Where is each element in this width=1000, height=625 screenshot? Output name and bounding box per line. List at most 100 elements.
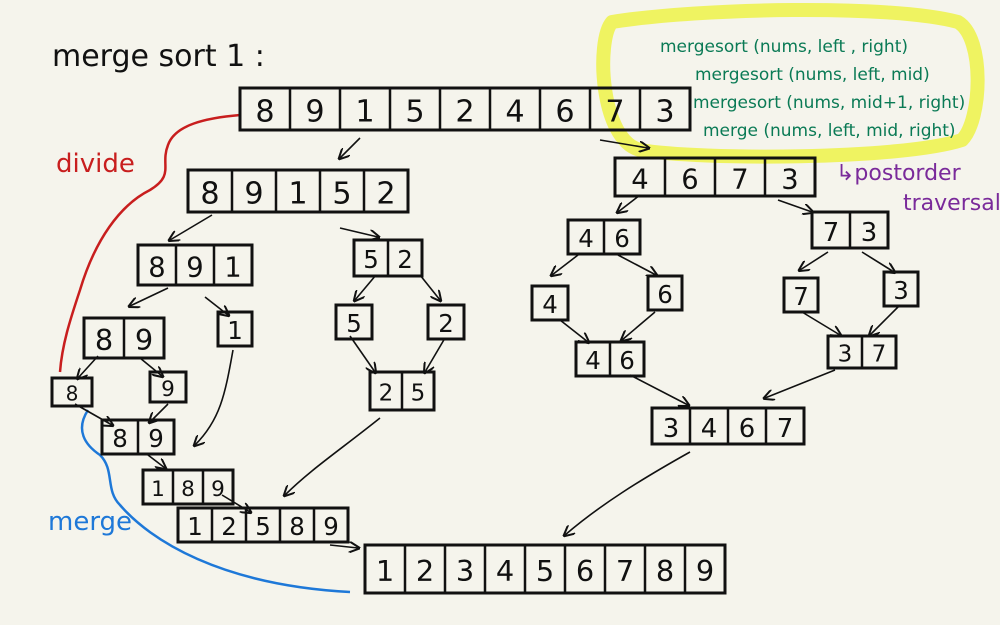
arrow (618, 194, 641, 212)
code-line-1: mergesort (nums, left , right) (660, 37, 908, 57)
arrow (629, 374, 688, 405)
array-box (646, 274, 684, 312)
array-l1: 1 (216, 310, 254, 348)
array-cell-value: 2 (455, 95, 474, 130)
arrow (801, 311, 840, 335)
code-line-2: mergesort (nums, left, mid) (695, 65, 930, 85)
array-cell-value: 6 (739, 414, 755, 444)
array-cell-value: 3 (838, 342, 853, 368)
array-cell-value: 8 (255, 95, 274, 130)
array-box (216, 310, 254, 348)
array-cell-value: 3 (861, 218, 877, 248)
array-cell-value: 9 (211, 477, 225, 502)
divide-bracket (58, 113, 241, 373)
array-box (363, 543, 727, 595)
array-box (238, 86, 692, 132)
array-cell-value: 6 (614, 224, 630, 253)
merge-bracket (80, 409, 351, 594)
array-cell-value: 3 (781, 164, 798, 195)
array-cell-value: 6 (681, 164, 698, 195)
array-cell-value: 5 (536, 554, 554, 588)
array-cell-value: 7 (777, 414, 793, 444)
array-cell-value: 6 (657, 280, 673, 309)
array-cell-value: 8 (200, 177, 219, 212)
array-cell-value: 2 (379, 381, 394, 407)
array-cell-value: 9 (305, 95, 324, 130)
array-cell-value: 9 (135, 323, 153, 357)
array-l5: 5 (334, 303, 374, 341)
array-r6: 6 (646, 274, 684, 312)
arrow (78, 355, 99, 378)
arrow (800, 251, 829, 270)
arrow (552, 254, 579, 275)
array-cell-value: 5 (405, 95, 424, 130)
array-cell-value: 4 (578, 224, 594, 253)
array-cell-value: 7 (793, 282, 809, 311)
array-box (141, 468, 235, 506)
array-cell-value: 9 (148, 424, 164, 453)
array-cell-value: 4 (701, 414, 717, 444)
arrow (861, 251, 894, 272)
array-box (334, 303, 374, 341)
arrow (565, 451, 691, 535)
arrow (339, 227, 378, 237)
array-box (148, 370, 188, 404)
arrow (355, 274, 377, 300)
array-cell-value: 1 (376, 554, 394, 588)
arrow (622, 311, 656, 340)
arrow (340, 137, 361, 158)
arrow (559, 319, 588, 342)
array-cell-value: 6 (555, 95, 574, 130)
arrow (349, 335, 375, 372)
array-cell-value: 2 (376, 177, 395, 212)
array-box (50, 376, 94, 408)
array-cell-value: 7 (616, 554, 634, 588)
array-r7: 7 (782, 276, 820, 314)
array-cell-value: 5 (255, 512, 271, 541)
array-cell-value: 7 (823, 218, 839, 248)
arrow (329, 545, 358, 548)
array-cell-value: 4 (631, 164, 648, 195)
array-cell-value: 4 (505, 95, 524, 130)
array-box (136, 243, 254, 287)
array-cell-value: 8 (181, 477, 195, 502)
array-cell-value: 9 (244, 177, 263, 212)
array-r3: 3 (882, 270, 920, 308)
array-cell-value: 6 (619, 346, 635, 375)
array-cell-value: 3 (663, 414, 679, 444)
array-cell-value: 1 (227, 316, 243, 345)
array-cell-value: 2 (221, 512, 237, 541)
array-cell-value: 9 (186, 252, 203, 283)
array-cell-value: 1 (187, 512, 203, 541)
array-cell-value: 3 (456, 554, 474, 588)
array-cell-value: 2 (416, 554, 434, 588)
array-box (186, 168, 410, 214)
array-cell-value: 7 (731, 164, 748, 195)
arrow (765, 369, 836, 398)
array-cell-value: 5 (363, 245, 379, 274)
array-r4: 4 (530, 284, 570, 322)
arrow (617, 254, 656, 275)
array-cell-value: 9 (323, 512, 339, 541)
code-line-4: merge (nums, left, mid, right) (703, 121, 956, 141)
array-cell-value: 8 (656, 554, 674, 588)
arrow (425, 337, 446, 372)
array-cell-value: 2 (438, 309, 454, 338)
arrow (170, 214, 213, 240)
array-l8: 8 (50, 376, 94, 408)
array-box (176, 506, 350, 544)
array-l9: 9 (148, 370, 188, 404)
array-box (782, 276, 820, 314)
array-cell-value: 2 (397, 245, 413, 274)
array-cell-value: 5 (332, 177, 351, 212)
